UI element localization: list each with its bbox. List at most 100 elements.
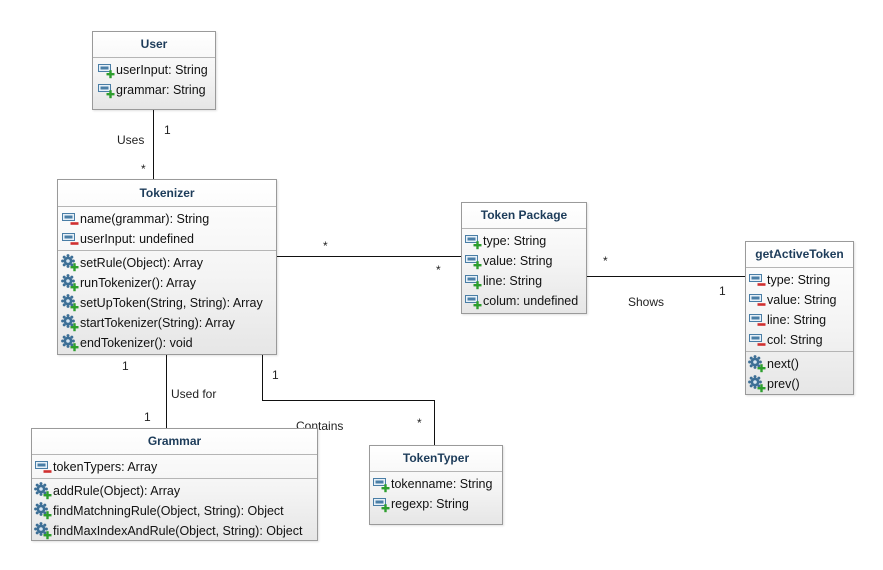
attribute-text: value: String: [767, 293, 837, 307]
operation-row[interactable]: prev(): [746, 374, 853, 394]
class-token-typer[interactable]: TokenTyper tokenname: String regexp: Str…: [369, 445, 503, 525]
attribute-compartment: tokenTypers: Array: [32, 455, 317, 478]
private-field-icon: [748, 331, 766, 349]
public-method-icon: [61, 314, 79, 332]
public-field-icon: [464, 292, 482, 310]
attribute-row[interactable]: type: String: [462, 231, 586, 251]
association-label-used-for: Used for: [171, 387, 217, 401]
operation-text: next(): [767, 357, 799, 371]
attribute-row[interactable]: regexp: String: [370, 494, 502, 514]
association-label-shows: Shows: [628, 295, 665, 309]
private-field-icon: [34, 458, 52, 476]
private-field-icon: [748, 311, 766, 329]
operation-text: addRule(Object): Array: [53, 484, 181, 498]
operation-text: endTokenizer(): void: [80, 336, 193, 350]
operation-row[interactable]: next(): [746, 354, 853, 374]
operation-row[interactable]: setRule(Object): Array: [58, 253, 276, 273]
attribute-text: value: String: [483, 254, 553, 268]
multiplicity-grammar-end: 1: [144, 410, 151, 424]
association-line-tokenizer-token-typer[interactable]: [262, 355, 435, 445]
operation-row[interactable]: endTokenizer(): void: [58, 333, 276, 353]
attribute-text: userInput: undefined: [80, 232, 194, 246]
class-user[interactable]: User userInput: String grammar: String: [92, 31, 216, 110]
operation-text: setRule(Object): Array: [80, 256, 203, 270]
public-method-icon: [34, 522, 52, 540]
attribute-text: regexp: String: [391, 497, 469, 511]
attribute-compartment: type: String value: String line: String …: [462, 229, 586, 312]
multiplicity-tokenizer-end: *: [141, 162, 146, 176]
attribute-text: colum: undefined: [483, 294, 579, 308]
attribute-row[interactable]: value: String: [462, 251, 586, 271]
operation-text: setUpToken(String, String): Array: [80, 296, 263, 310]
multiplicity-token-package-end: *: [436, 263, 441, 277]
attribute-compartment: tokenname: String regexp: String: [370, 472, 502, 515]
attribute-row[interactable]: grammar: String: [93, 80, 215, 100]
multiplicity-tokenizer-end: 1: [122, 359, 129, 373]
attribute-text: tokenname: String: [391, 477, 493, 491]
attribute-compartment: type: String value: String line: String …: [746, 268, 853, 351]
multiplicity-get-active-token-end: 1: [719, 284, 726, 298]
attribute-row[interactable]: tokenTypers: Array: [32, 457, 317, 477]
attribute-text: type: String: [767, 273, 831, 287]
attribute-text: name(grammar): String: [80, 212, 210, 226]
attribute-compartment: name(grammar): String userInput: undefin…: [58, 207, 276, 250]
attribute-text: tokenTypers: Array: [53, 460, 158, 474]
multiplicity-user-end: 1: [164, 123, 171, 137]
class-name: Token Package: [462, 203, 586, 229]
attribute-text: col: String: [767, 333, 823, 347]
attribute-text: type: String: [483, 234, 547, 248]
attribute-row[interactable]: tokenname: String: [370, 474, 502, 494]
public-method-icon: [748, 355, 766, 373]
operation-text: runTokenizer(): Array: [80, 276, 197, 290]
private-field-icon: [748, 291, 766, 309]
attribute-row[interactable]: col: String: [746, 330, 853, 350]
attribute-row[interactable]: value: String: [746, 290, 853, 310]
public-method-icon: [61, 254, 79, 272]
attribute-row[interactable]: colum: undefined: [462, 291, 586, 311]
attribute-row[interactable]: name(grammar): String: [58, 209, 276, 229]
public-method-icon: [748, 375, 766, 393]
private-field-icon: [61, 210, 79, 228]
class-get-active-token[interactable]: getActiveToken type: String value: Strin…: [745, 241, 854, 395]
class-tokenizer[interactable]: Tokenizer name(grammar): String userInpu…: [57, 179, 277, 355]
multiplicity-tokenizer-end: 1: [272, 368, 279, 382]
public-field-icon: [97, 81, 115, 99]
attribute-text: line: String: [767, 313, 827, 327]
operation-text: findMatchningRule(Object, String): Objec…: [53, 504, 284, 518]
multiplicity-token-package-end: *: [603, 254, 608, 268]
operation-compartment: setRule(Object): Array runTokenizer(): A…: [58, 250, 276, 354]
public-method-icon: [61, 334, 79, 352]
class-grammar[interactable]: Grammar tokenTypers: Array addRule(Objec…: [31, 428, 318, 541]
attribute-row[interactable]: line: String: [462, 271, 586, 291]
public-field-icon: [464, 232, 482, 250]
operation-text: findMaxIndexAndRule(Object, String): Obj…: [53, 524, 303, 538]
multiplicity-tokenizer-end: *: [323, 239, 328, 253]
operation-row[interactable]: findMatchningRule(Object, String): Objec…: [32, 501, 317, 521]
operation-row[interactable]: startTokenizer(String): Array: [58, 313, 276, 333]
multiplicity-token-typer-end: *: [417, 416, 422, 430]
class-token-package[interactable]: Token Package type: String value: String…: [461, 202, 587, 314]
public-method-icon: [34, 502, 52, 520]
association-label-uses: Uses: [117, 133, 145, 147]
attribute-text: userInput: String: [116, 63, 208, 77]
operation-row[interactable]: setUpToken(String, String): Array: [58, 293, 276, 313]
operation-text: startTokenizer(String): Array: [80, 316, 235, 330]
public-method-icon: [34, 482, 52, 500]
operation-row[interactable]: runTokenizer(): Array: [58, 273, 276, 293]
class-name: getActiveToken: [746, 242, 853, 268]
public-field-icon: [372, 475, 390, 493]
private-field-icon: [748, 271, 766, 289]
class-name: TokenTyper: [370, 446, 502, 472]
attribute-row[interactable]: type: String: [746, 270, 853, 290]
class-name: Grammar: [32, 429, 317, 455]
operation-row[interactable]: addRule(Object): Array: [32, 481, 317, 501]
attribute-row[interactable]: userInput: String: [93, 60, 215, 80]
private-field-icon: [61, 230, 79, 248]
operation-text: prev(): [767, 377, 800, 391]
attribute-row[interactable]: line: String: [746, 310, 853, 330]
attribute-row[interactable]: userInput: undefined: [58, 229, 276, 249]
attribute-compartment: userInput: String grammar: String: [93, 58, 215, 101]
operation-row[interactable]: findMaxIndexAndRule(Object, String): Obj…: [32, 521, 317, 541]
